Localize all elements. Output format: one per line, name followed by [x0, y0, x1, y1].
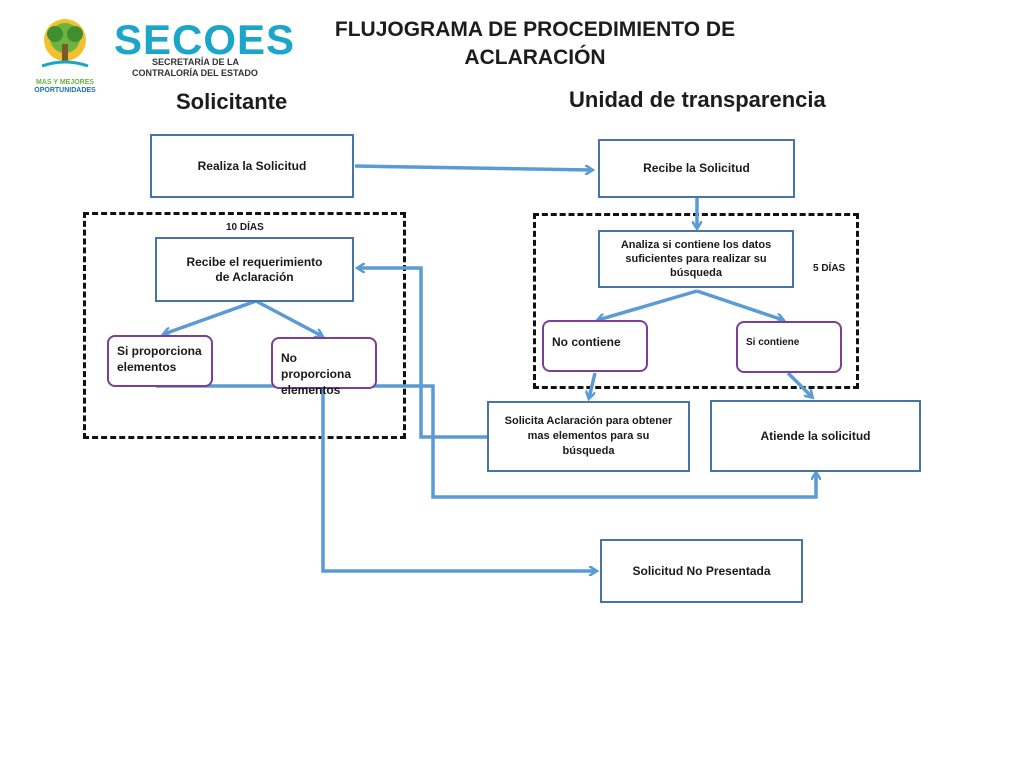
page-title: FLUJOGRAMA DE PROCEDIMIENTO DE ACLARACIÓ… — [300, 16, 770, 72]
node-solicitud-no-presentada: Solicitud No Presentada — [600, 539, 803, 603]
no-contiene-label: No contiene — [552, 335, 621, 349]
node-recibe-req-line-1: Recibe el requerimiento — [186, 254, 323, 269]
node-realiza-label: Realiza la Solicitud — [197, 158, 307, 173]
node-analiza: Analiza si contiene los datos suficiente… — [598, 230, 794, 288]
tree-logo: MAS Y MEJORES OPORTUNIDADES — [30, 16, 100, 94]
node-recibe-solicitud-label: Recibe la Solicitud — [643, 161, 750, 175]
lane-header-solicitante: Solicitante — [176, 89, 288, 114]
logo-tagline-1: MAS Y MEJORES — [35, 79, 95, 86]
node-atiende-solicitud: Atiende la solicitud — [710, 400, 921, 472]
arrow-analiza-to-si-contiene — [696, 289, 783, 320]
no-proporciona-line-1: No proporciona — [281, 351, 352, 381]
brand-subtitle-1: SECRETARÍA DE LA — [152, 57, 240, 67]
time-label-5-dias: 5 DÍAS — [813, 263, 846, 274]
logo-tagline-2: OPORTUNIDADES — [34, 87, 96, 94]
node-no-presentada-label: Solicitud No Presentada — [632, 563, 771, 578]
arrow-req-to-si-proporciona — [164, 299, 257, 334]
time-label-10-dias: 10 DÍAS — [226, 222, 264, 233]
arrow-req-to-no-proporciona — [255, 299, 322, 336]
decision-no-proporciona: No proporciona elementos — [271, 337, 377, 397]
node-solicita-aclaracion-label: Solicita Aclaración para obtener mas ele… — [504, 415, 673, 457]
arrow-realiza-to-recibe — [354, 164, 592, 170]
si-contiene-label: Si contiene — [746, 337, 800, 348]
dashed-region-left — [83, 212, 406, 439]
decision-si-contiene: Si contiene — [736, 321, 842, 373]
node-realiza-solicitud: Realiza la Solicitud — [150, 134, 354, 198]
node-solicita-aclaracion: Solicita Aclaración para obtener mas ele… — [487, 401, 690, 472]
node-analiza-label: Analiza si contiene los datos suficiente… — [620, 239, 772, 279]
tree-logo-graphic — [41, 19, 89, 68]
node-recibe-solicitud: Recibe la Solicitud — [598, 139, 795, 198]
node-recibe-requerimiento: Recibe el requerimiento de Aclaración — [155, 237, 354, 302]
arrow-no-proporciona-to-no-presentada — [321, 388, 596, 571]
arrow-solicita-to-recibe-req — [358, 268, 488, 439]
decision-si-proporciona: Si proporciona elementos — [107, 335, 213, 387]
si-proporciona-line-2: elementos — [117, 360, 177, 374]
arrow-analiza-to-no-contiene — [598, 289, 698, 320]
title-line-2: ACLARACIÓN — [464, 46, 606, 69]
arrow-no-contiene-to-solicita — [589, 372, 597, 398]
title-line-1: FLUJOGRAMA DE PROCEDIMIENTO DE — [334, 18, 736, 41]
brand-logo-text: SECOES — [114, 16, 296, 63]
decision-no-contiene: No contiene — [542, 320, 648, 372]
brand-subtitle-2: CONTRALORÍA DEL ESTADO — [132, 68, 258, 78]
si-proporciona-line-1: Si proporciona — [117, 344, 202, 358]
node-recibe-req-line-2: de Aclaración — [215, 269, 294, 284]
node-atiende-label: Atiende la solicitud — [760, 428, 871, 443]
arrow-si-contiene-to-atiende — [786, 371, 812, 397]
lane-header-unidad: Unidad de transparencia — [569, 87, 826, 112]
no-proporciona-line-2: elementos — [281, 383, 341, 397]
